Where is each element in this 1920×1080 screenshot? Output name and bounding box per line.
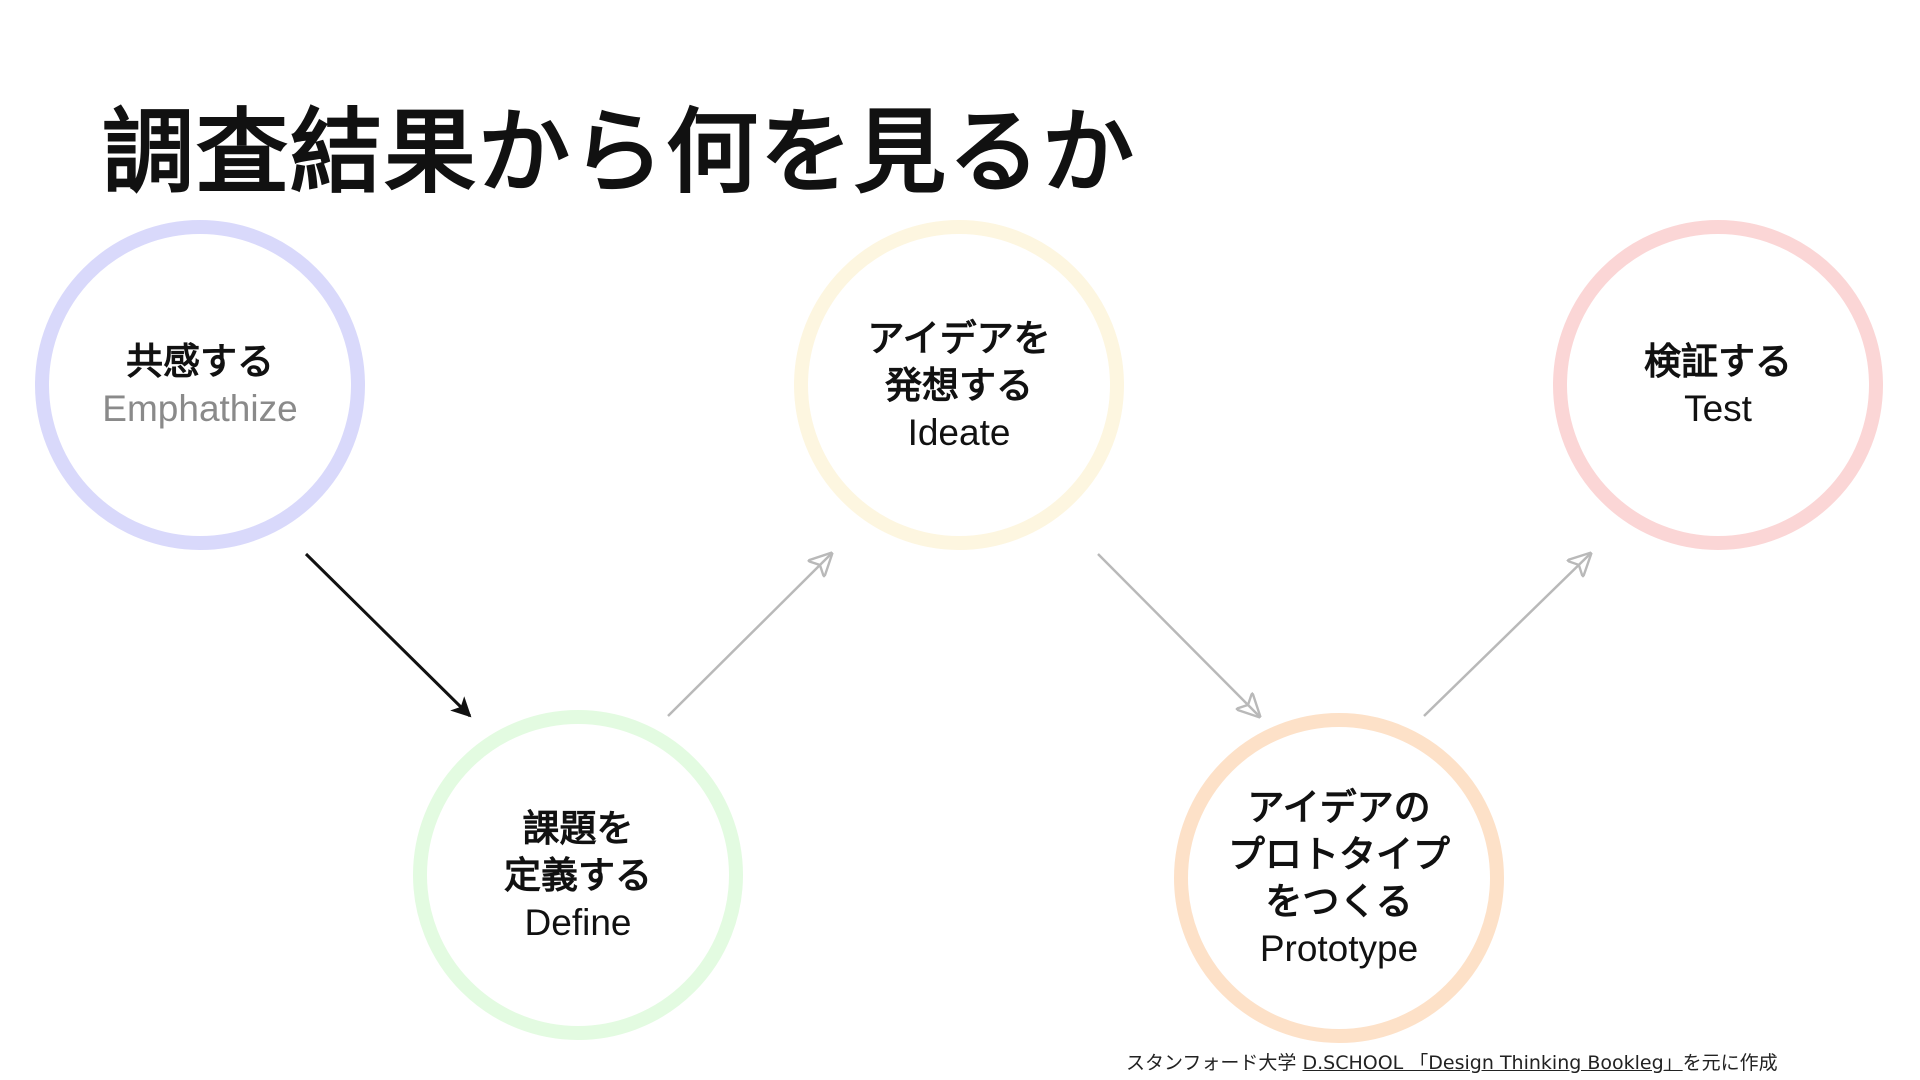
stage-prototype-circle: アイデアの プロトタイプ をつくる Prototype [1174,713,1504,1043]
stage-ideate-en-label: Ideate [907,411,1011,453]
stage-define-en-label: Define [524,901,632,943]
citation-prefix: スタンフォード大学 [1126,1052,1303,1074]
arrow-define-to-ideate [667,554,831,717]
citation-link[interactable]: D.SCHOOL 「Design Thinking Bookleg」 [1302,1052,1683,1074]
stage-test-circle: 検証する Test [1553,220,1883,550]
stage-test-en-label: Test [1684,388,1752,429]
stage-empathize-circle: 共感する Emphathize [35,220,365,550]
source-citation: スタンフォード大学 D.SCHOOL 「Design Thinking Book… [1126,1048,1778,1075]
stage-define-circle: 課題を 定義する Define [413,710,743,1040]
stage-prototype-en-label: Prototype [1259,928,1419,969]
stage-prototype-ja-label: アイデアの プロトタイプ をつくる [1228,786,1450,923]
arrow-empathize-to-define [304,552,472,718]
stage-ideate-ja-label: アイデアを 発想する [867,316,1051,407]
stage-test-ja-label: 検証する [1644,340,1792,383]
arrow-ideate-to-prototype [1097,553,1259,716]
stage-empathize-ja-label: 共感する [126,340,274,383]
stage-empathize-en-label: Emphathize [102,388,298,429]
page-title: 調査結果から何を見るか [102,99,1137,206]
citation-suffix: を元に作成 [1682,1052,1778,1074]
stage-ideate-circle: アイデアを 発想する Ideate [794,220,1124,550]
arrow-prototype-to-test [1423,554,1590,717]
stage-define-ja-label: 課題を 定義する [504,806,652,897]
